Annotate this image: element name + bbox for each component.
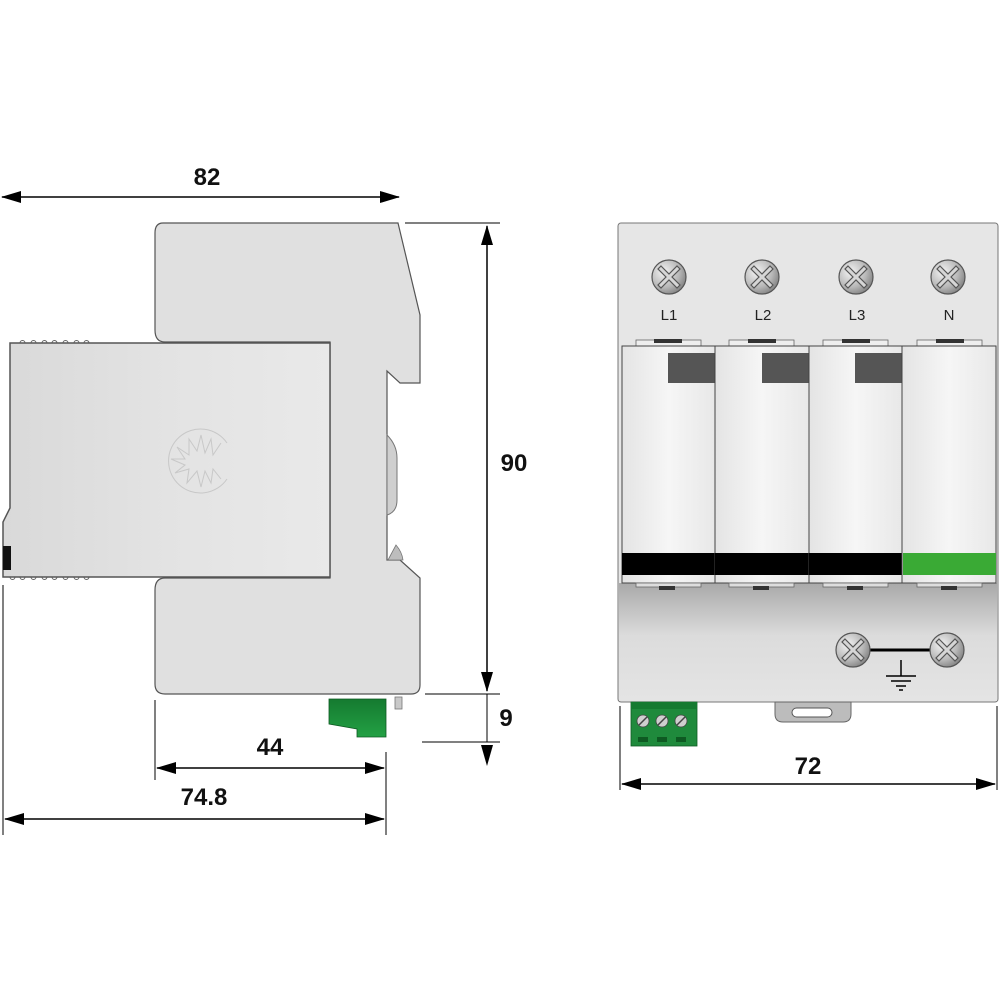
dimension-label-90: 90: [501, 450, 528, 477]
front-view: L1 L2 L3 N: [617, 222, 999, 790]
terminal-screw-2-icon[interactable]: [655, 714, 669, 728]
dimension-total-depth: 82: [1, 164, 400, 203]
terminal-label-l1: L1: [661, 307, 678, 324]
dimension-label-74-8: 74.8: [181, 784, 228, 811]
side-view: 82 90: [1, 164, 528, 835]
status-indicator-l1: [668, 353, 715, 383]
color-band-l2: [715, 553, 809, 575]
din-rail-latch[interactable]: [774, 701, 852, 723]
terminal-screw-1-icon[interactable]: [636, 714, 650, 728]
rail-clip: [386, 433, 398, 516]
plug-in-module: [2, 340, 331, 580]
terminal-screw-n-icon[interactable]: [930, 259, 966, 295]
terminal-screw-l3-icon[interactable]: [838, 259, 874, 295]
status-indicator-l2: [762, 353, 809, 383]
module-l3[interactable]: [808, 339, 903, 590]
module-l1[interactable]: [621, 339, 716, 590]
terminal-screw-l2-icon[interactable]: [744, 259, 780, 295]
dimension-rail-to-front: 74.8: [2, 585, 385, 835]
terminal-label-l2: L2: [755, 307, 772, 324]
dimension-label-72: 72: [795, 753, 822, 780]
color-band-l1: [622, 553, 715, 575]
earth-ground-icon: [886, 660, 916, 691]
pe-screw-left-icon[interactable]: [835, 632, 871, 668]
terminal-screw-l1-icon[interactable]: [651, 259, 687, 295]
dimension-label-9: 9: [499, 705, 512, 732]
dimension-terminal-height: 9: [422, 693, 513, 766]
spring-tip: [387, 544, 404, 561]
dimension-width: 72: [619, 706, 998, 790]
module-n[interactable]: [901, 339, 997, 590]
terminal-label-l3: L3: [849, 307, 866, 324]
dimension-height: 90: [405, 222, 528, 692]
dimension-body-depth: 44: [154, 700, 387, 835]
pe-screw-right-icon[interactable]: [929, 632, 965, 668]
module-l2[interactable]: [714, 339, 810, 590]
terminal-label-n: N: [944, 307, 955, 324]
pin: [394, 696, 403, 710]
release-tab: [3, 546, 11, 570]
spark-in-c-logo-icon: [168, 428, 228, 494]
color-band-l3: [809, 553, 902, 575]
color-band-n: [903, 553, 996, 575]
terminal-screw-3-icon[interactable]: [674, 714, 688, 728]
status-indicator-l3: [855, 353, 902, 383]
rear-housing: [154, 222, 421, 695]
remote-contact-terminal: [328, 698, 387, 738]
dimension-label-44: 44: [257, 734, 284, 761]
remote-contact-terminal-block[interactable]: [630, 701, 698, 747]
dimension-label-82: 82: [194, 164, 221, 191]
